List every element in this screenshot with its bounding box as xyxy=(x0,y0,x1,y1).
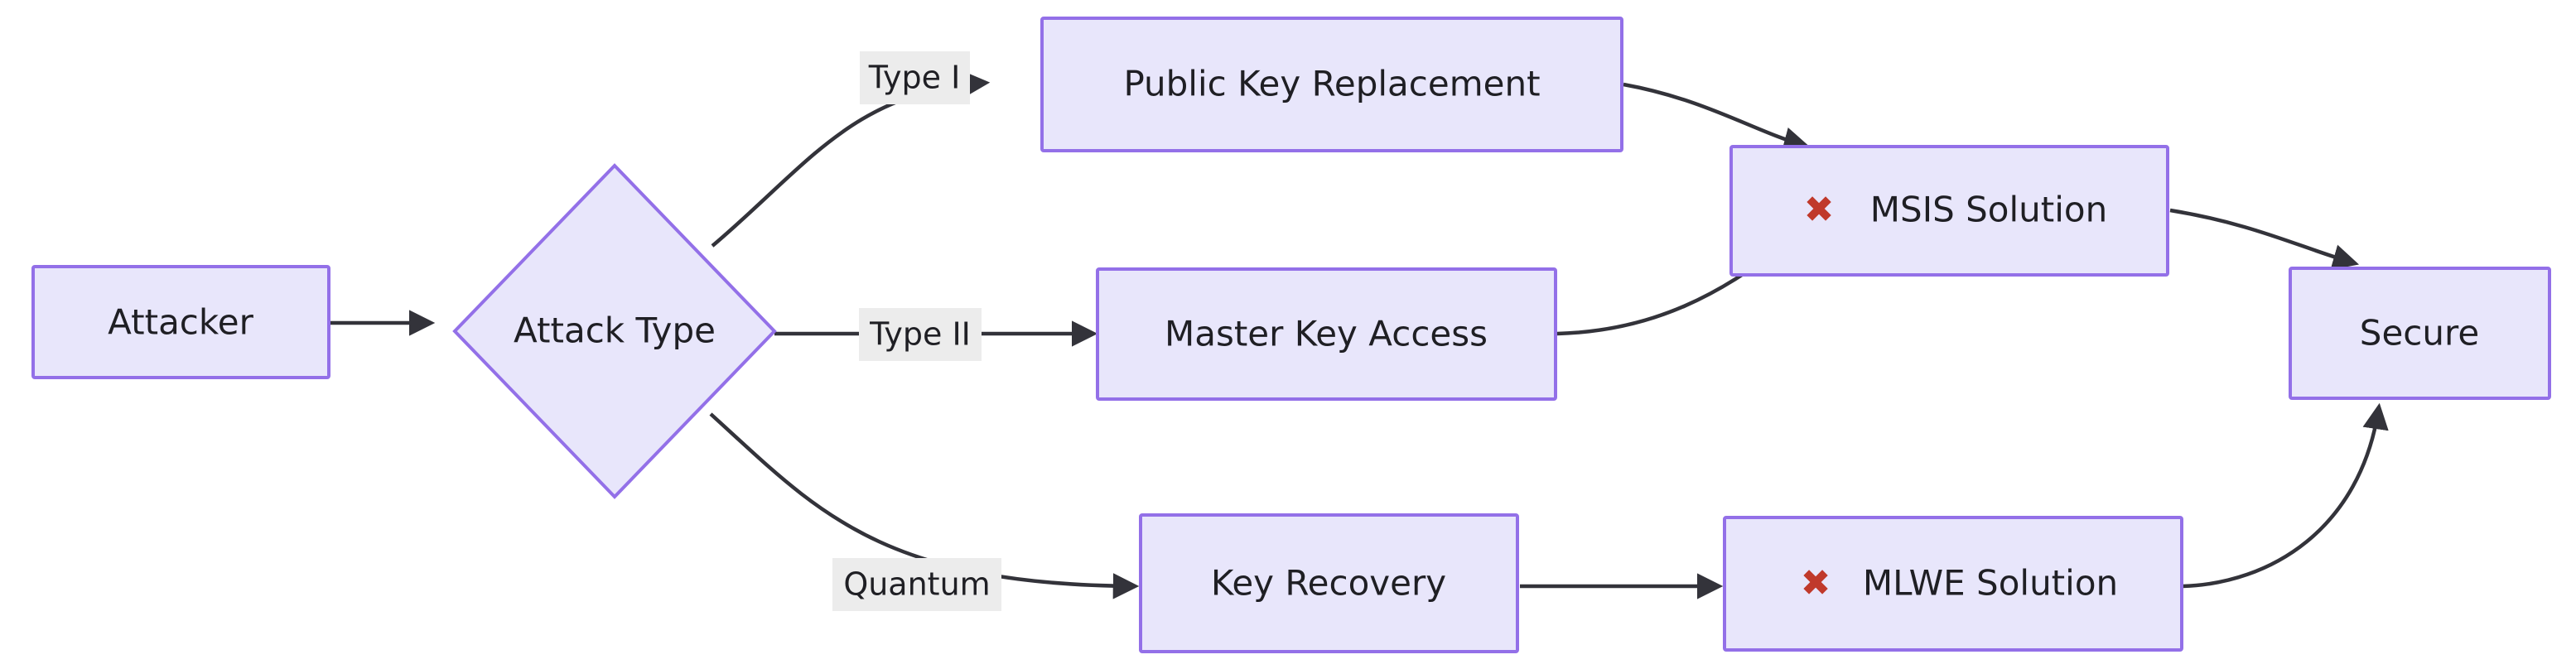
node-mlwe-solution[interactable]: ✖ MLWE Solution xyxy=(1723,516,2183,652)
edge-label-type-i: Type I xyxy=(860,51,970,104)
node-key-recovery-label: Key Recovery xyxy=(1211,563,1446,604)
edge-label-quantum: Quantum xyxy=(832,558,1001,611)
node-master-key-access[interactable]: Master Key Access xyxy=(1096,267,1557,401)
edge-attacktype-to-pubkey xyxy=(711,70,991,248)
node-public-key-replacement-label: Public Key Replacement xyxy=(1123,64,1540,104)
node-master-key-access-label: Master Key Access xyxy=(1165,314,1488,354)
cross-mark-icon: ✖ xyxy=(1801,562,1831,604)
node-mlwe-solution-label: MLWE Solution xyxy=(1863,563,2118,604)
node-msis-solution[interactable]: ✖ MSIS Solution xyxy=(1729,145,2169,277)
node-key-recovery[interactable]: Key Recovery xyxy=(1139,513,1519,653)
edge-layer xyxy=(329,70,2389,599)
edge-label-type-ii: Type II xyxy=(859,308,982,361)
node-attack-type-label: Attack Type xyxy=(514,310,716,351)
node-attacker[interactable]: Attacker xyxy=(31,265,330,379)
node-attack-type[interactable]: Attack Type xyxy=(452,163,777,499)
edge-label-type-ii-text: Type II xyxy=(869,316,971,353)
node-public-key-replacement[interactable]: Public Key Replacement xyxy=(1040,17,1623,152)
node-attacker-label: Attacker xyxy=(108,302,253,343)
edge-label-quantum-text: Quantum xyxy=(843,566,990,603)
edge-mlwe-to-secure xyxy=(2182,402,2389,589)
node-secure[interactable]: Secure xyxy=(2289,267,2551,400)
cross-mark-icon: ✖ xyxy=(1804,189,1835,231)
edge-pubkey-to-msis xyxy=(1623,82,1811,153)
edge-label-type-i-text: Type I xyxy=(868,60,961,96)
node-secure-label: Secure xyxy=(2360,313,2479,354)
edge-attacktype-to-keyrec xyxy=(709,412,1140,599)
edge-msis-to-secure xyxy=(2169,208,2360,270)
node-msis-solution-label: MSIS Solution xyxy=(1870,190,2107,230)
